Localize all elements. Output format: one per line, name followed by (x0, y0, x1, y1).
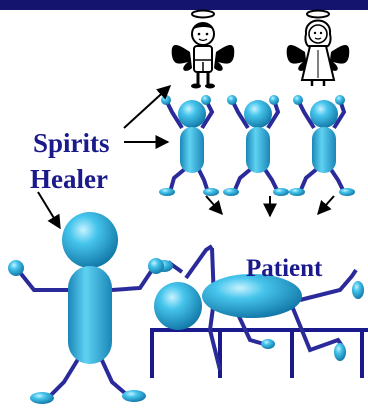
patient-figure-icon (154, 244, 364, 371)
arrows (37, 85, 335, 230)
spirits-label: Spirits (33, 128, 110, 158)
angel-girl-icon (286, 9, 350, 86)
spirit-figure-icon (223, 95, 289, 196)
healer-label: Healer (30, 164, 108, 194)
healer-figure-icon (8, 212, 164, 404)
arrow-spirit-1-down (205, 195, 223, 216)
spirit-figure-icon (159, 95, 219, 196)
angel-boy-icon (171, 9, 235, 89)
patient-label: Patient (246, 255, 323, 282)
arrow-spirit-3-down (317, 195, 335, 216)
spirit-figure-icon (289, 95, 355, 196)
top-bar (0, 0, 368, 10)
arrow-to-angels (123, 85, 172, 129)
arrow-to-healer (37, 191, 61, 230)
